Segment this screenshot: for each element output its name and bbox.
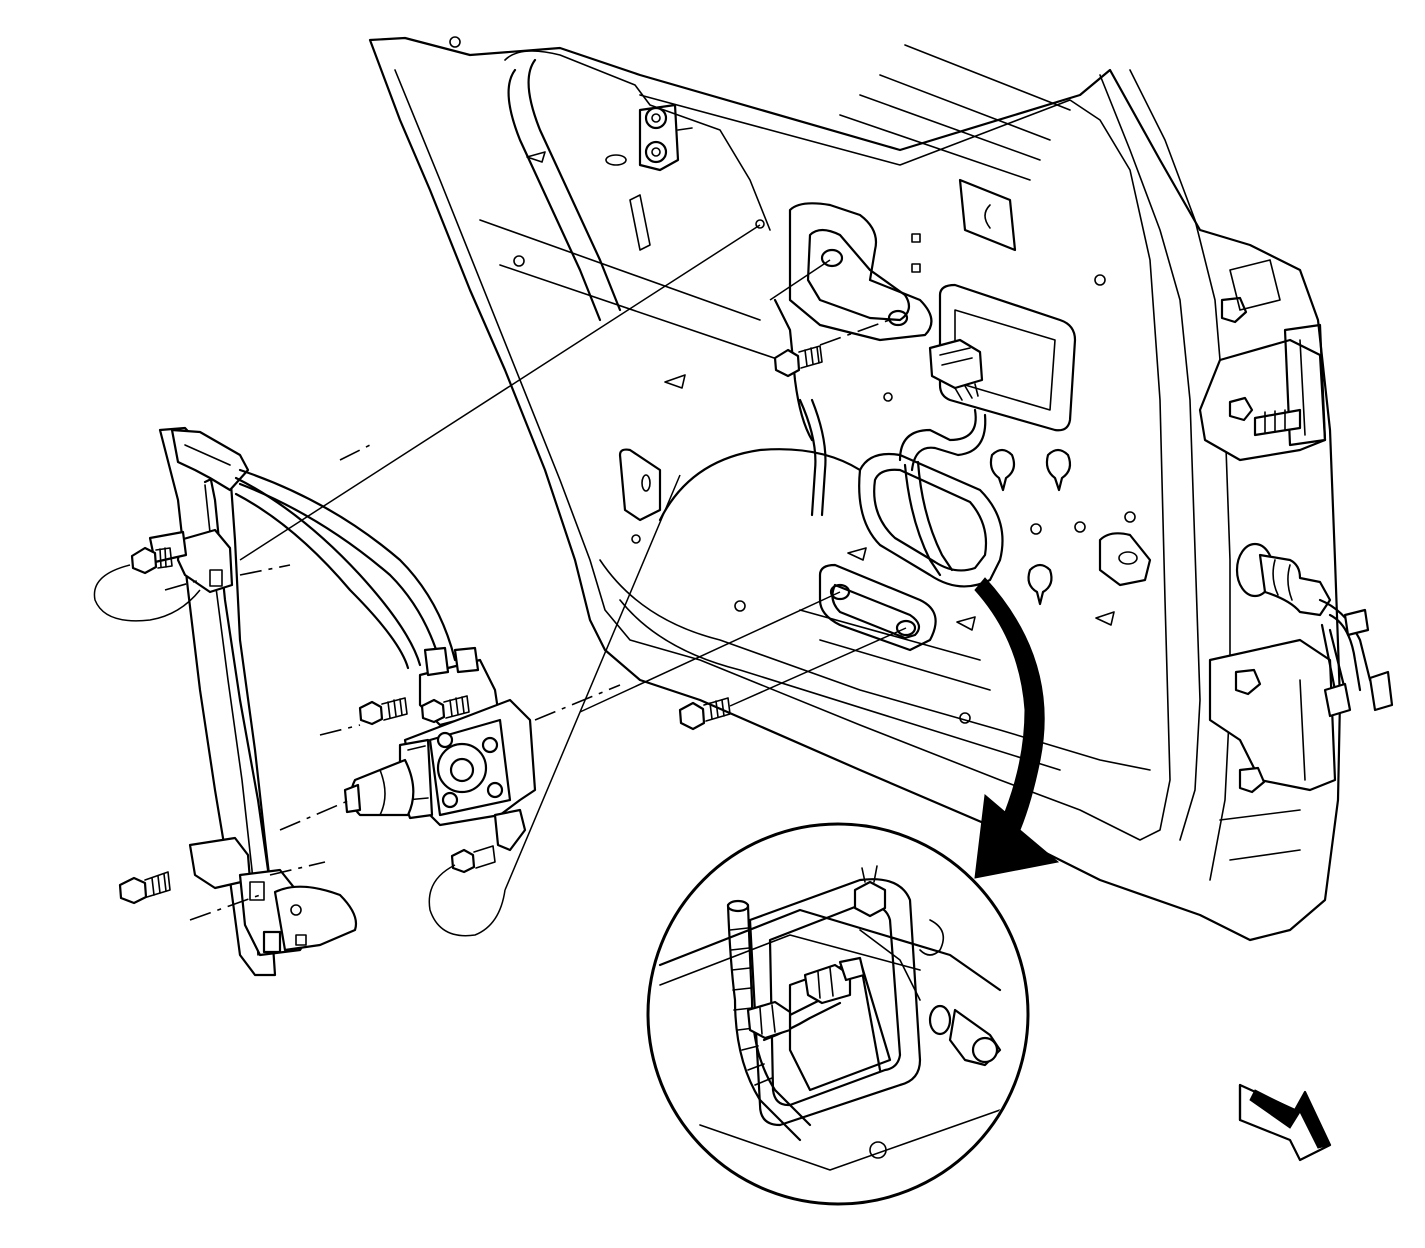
assembly-leader-lines [93,224,907,937]
regulator-bolt-lower [678,697,731,731]
regulator-bolt-upper [773,345,823,378]
callout-arrow [974,577,1060,879]
wiring-harness [1318,598,1394,718]
detail-view-connector [646,822,1030,1206]
door-check-strap [1235,542,1332,617]
window-regulator-rail [118,426,457,977]
orientation-arrow [1238,1083,1332,1162]
window-regulator-motor [343,646,537,874]
door-hinge-upper [1198,259,1327,462]
door-inner-panel [368,36,1342,942]
door-hinge-lower [1208,638,1337,861]
